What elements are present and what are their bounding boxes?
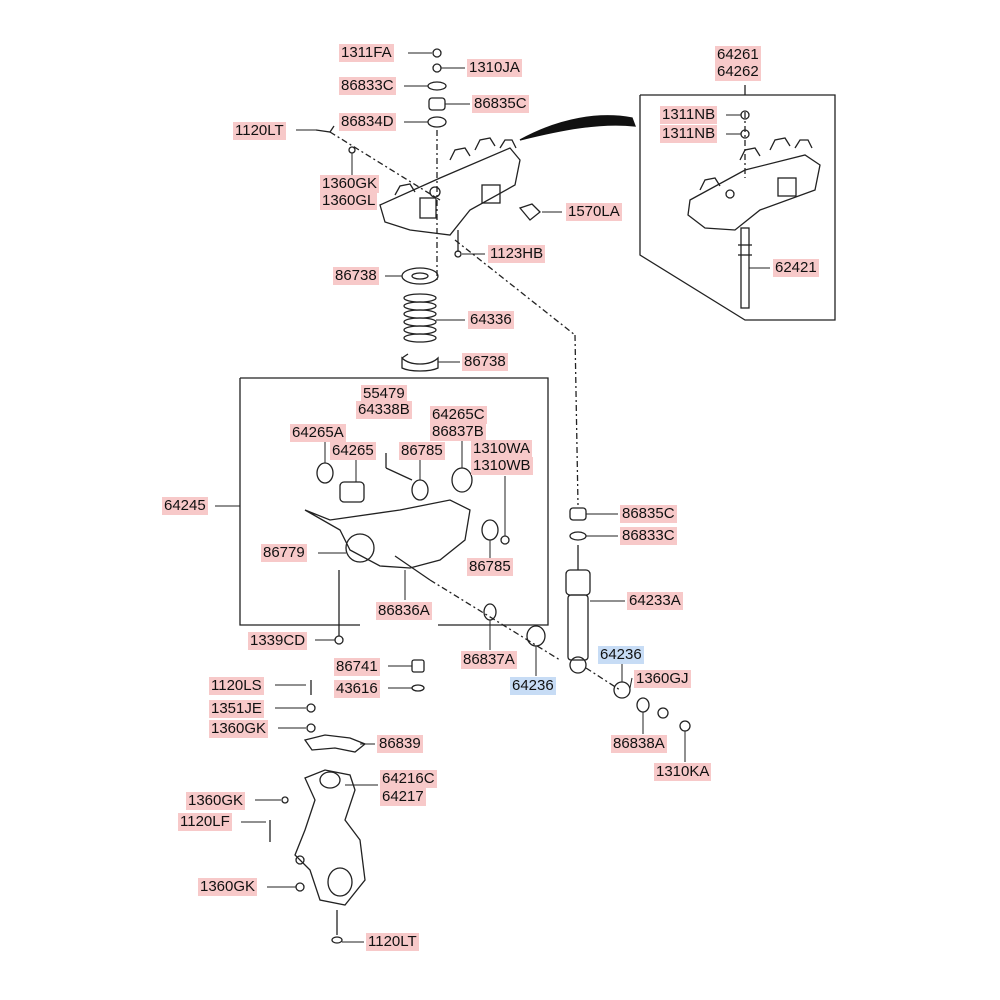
label-1311NB-b: 1311NB: [660, 125, 718, 143]
inset-frame: [519, 85, 836, 321]
top-hardware: [315, 48, 541, 280]
label-1360GK-low1: 1360GK: [186, 792, 246, 810]
label-55479: 55479: [361, 385, 407, 403]
label-1360GK-low2: 1360GK: [198, 878, 258, 896]
label-64233A: 64233A: [627, 592, 683, 610]
control-arm: [304, 453, 561, 661]
label-64265A: 64265A: [290, 424, 346, 442]
label-1310WA: 1310WA: [471, 440, 532, 458]
label-86779: 86779: [261, 544, 307, 562]
leader-lines: [215, 52, 770, 943]
label-64262: 64262: [715, 63, 761, 81]
label-64236-a: 64236: [510, 677, 556, 695]
label-86833C-top: 86833C: [339, 77, 396, 95]
label-86835C-mid: 86835C: [620, 505, 677, 523]
label-64265: 64265: [330, 442, 376, 460]
label-64261: 64261: [715, 46, 761, 64]
label-86839: 86839: [377, 735, 423, 753]
label-64236-b: 64236: [598, 646, 644, 664]
label-86738-top: 86738: [333, 267, 379, 285]
label-1360GJ: 1360GJ: [634, 670, 691, 688]
label-1310JA: 1310JA: [467, 59, 522, 77]
label-1311FA: 1311FA: [339, 44, 394, 62]
label-1360GL: 1360GL: [320, 192, 378, 210]
label-86833C-mid: 86833C: [620, 527, 677, 545]
label-43616: 43616: [334, 680, 380, 698]
label-1311NB-a: 1311NB: [660, 106, 718, 124]
label-86837A: 86837A: [461, 651, 517, 669]
label-64265C: 64265C: [430, 406, 487, 424]
label-1339CD: 1339CD: [248, 632, 308, 650]
label-1360GK-mid: 1360GK: [209, 720, 269, 738]
knuckle: [269, 659, 425, 944]
label-1123HB: 1123HB: [488, 245, 546, 263]
label-64216C: 64216C: [380, 770, 437, 788]
crossmember: [379, 137, 521, 236]
label-64336: 64336: [468, 311, 514, 329]
label-64245: 64245: [162, 497, 208, 515]
label-64217: 64217: [380, 788, 426, 806]
label-86838A: 86838A: [611, 735, 667, 753]
label-86837B: 86837B: [430, 423, 486, 441]
label-1570LA: 1570LA: [566, 203, 622, 221]
label-86835C-top: 86835C: [472, 95, 529, 113]
label-86741: 86741: [334, 658, 380, 676]
label-86834D: 86834D: [339, 113, 396, 131]
label-62421: 62421: [773, 259, 819, 277]
label-86836A: 86836A: [376, 602, 432, 620]
label-86785-top: 86785: [399, 442, 445, 460]
label-1120LT-bot: 1120LT: [366, 933, 419, 951]
label-1310KA: 1310KA: [654, 763, 712, 781]
coil-spring: [401, 267, 439, 372]
label-1120LF: 1120LF: [178, 813, 232, 831]
label-86738-bot: 86738: [462, 353, 508, 371]
label-86785-bot: 86785: [467, 558, 513, 576]
label-1360GK-top: 1360GK: [320, 175, 380, 193]
control-arm-frame: [239, 377, 549, 626]
label-1120LS: 1120LS: [209, 677, 264, 695]
label-64338B: 64338B: [356, 401, 412, 419]
label-1310WB: 1310WB: [471, 457, 533, 475]
label-1120LT-top: 1120LT: [233, 122, 286, 140]
label-1351JE: 1351JE: [209, 700, 264, 718]
